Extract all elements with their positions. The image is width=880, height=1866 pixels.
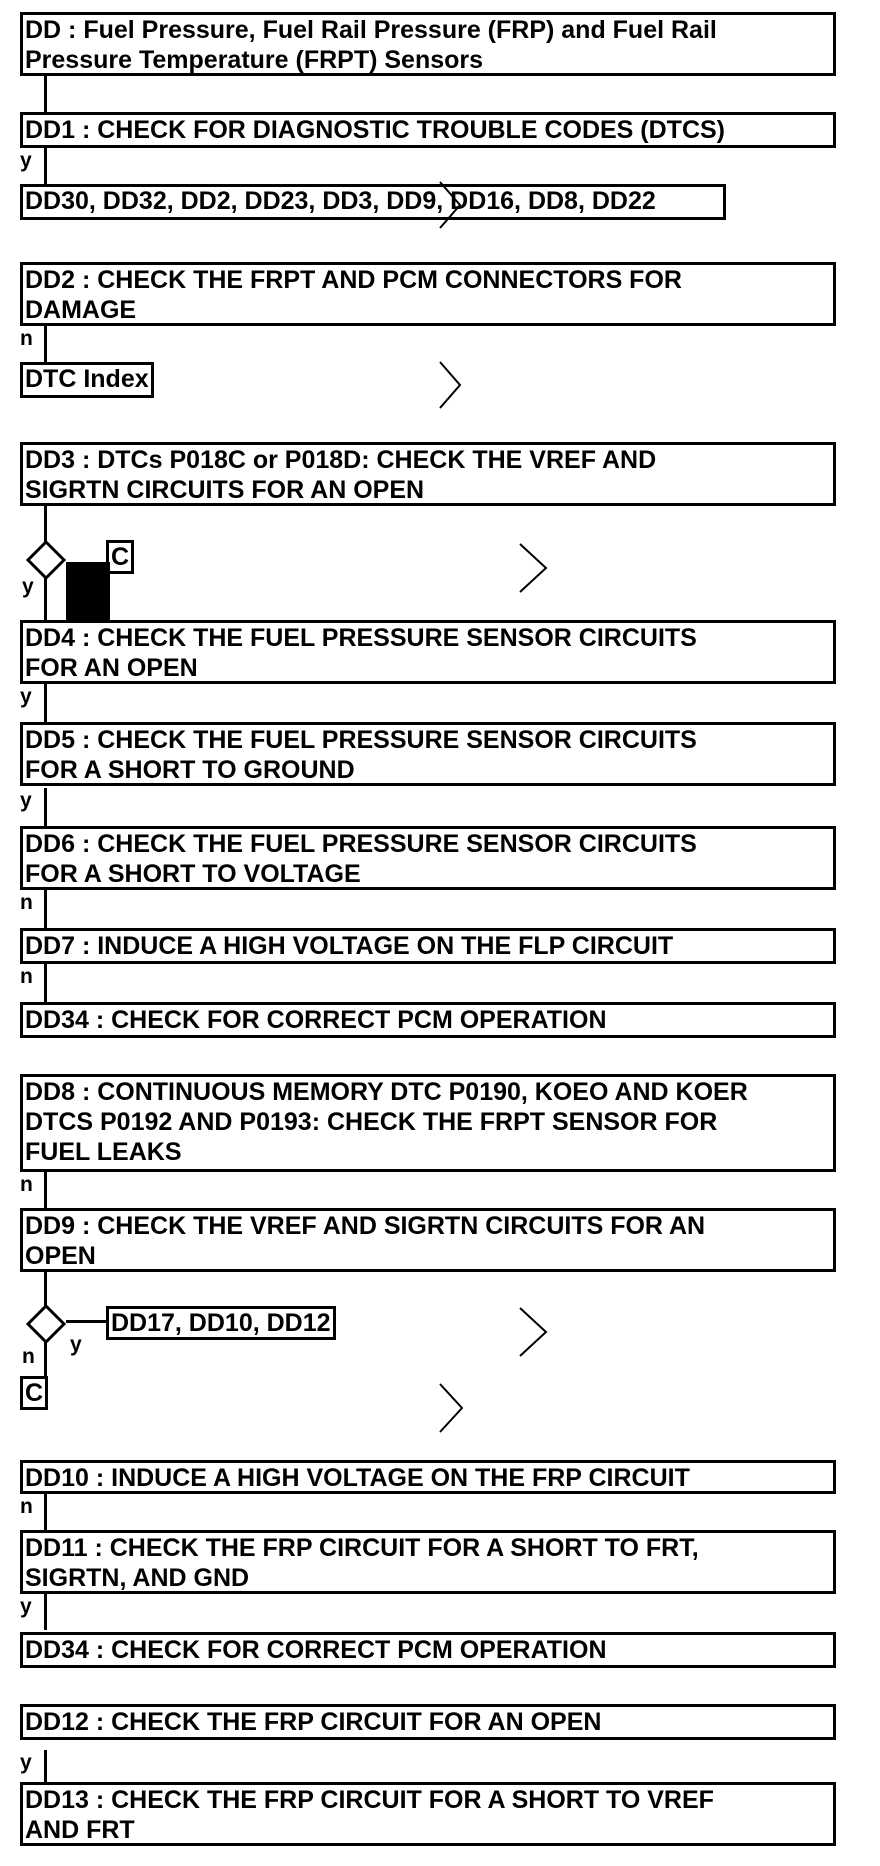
connector-line xyxy=(44,1172,47,1210)
branch-label-dd4-y: y xyxy=(20,685,32,708)
branch-label-dd11-y: y xyxy=(20,1595,32,1618)
dtc-index-link[interactable]: DTC Index xyxy=(20,362,154,398)
connector-line xyxy=(44,326,47,362)
connector-line xyxy=(44,684,47,722)
step-dd3[interactable]: DD3 : DTCs P018C or P018D: CHECK THE VRE… xyxy=(20,442,836,506)
branch-label-dd10-n: n xyxy=(20,1495,33,1518)
step-dd7[interactable]: DD7 : INDUCE A HIGH VOLTAGE ON THE FLP C… xyxy=(20,928,836,964)
connector-c-bottom[interactable]: C xyxy=(20,1376,49,1410)
connector-line xyxy=(44,148,47,184)
branch-label-dd12-y: y xyxy=(20,1751,32,1774)
step-dd5[interactable]: DD5 : CHECK THE FUEL PRESSURE SENSOR CIR… xyxy=(20,722,836,786)
dd1-target-list[interactable]: DD30, DD32, DD2, DD23, DD3, DD9, DD16, D… xyxy=(20,184,726,220)
connector-line xyxy=(66,1320,110,1323)
connector-line xyxy=(44,788,47,826)
step-dd1[interactable]: DD1 : CHECK FOR DIAGNOSTIC TROUBLE CODES… xyxy=(20,112,836,148)
branch-label-dd3-y: y xyxy=(22,575,34,598)
connector-line xyxy=(44,1592,47,1630)
step-dd34-second[interactable]: DD34 : CHECK FOR CORRECT PCM OPERATION xyxy=(20,1632,836,1668)
decision-diamond-dd3 xyxy=(25,539,67,581)
connector-line xyxy=(44,1342,47,1388)
step-dd2[interactable]: DD2 : CHECK THE FRPT AND PCM CONNECTORS … xyxy=(20,262,836,326)
step-dd-title[interactable]: DD : Fuel Pressure, Fuel Rail Pressure (… xyxy=(20,12,836,76)
connector-line xyxy=(44,576,47,620)
connector-line xyxy=(44,964,47,1002)
branch-label-dd9-n: n xyxy=(22,1345,35,1368)
step-dd34-first[interactable]: DD34 : CHECK FOR CORRECT PCM OPERATION xyxy=(20,1002,836,1038)
dd9-target-list[interactable]: DD17, DD10, DD12 xyxy=(106,1306,336,1340)
filled-block xyxy=(66,562,110,620)
connector-line xyxy=(44,1272,47,1320)
branch-label-dd1-y: y xyxy=(20,149,32,172)
connector-line xyxy=(44,76,47,112)
chevron-right-icon xyxy=(439,1383,464,1433)
branch-label-dd7-n: n xyxy=(20,965,33,988)
step-dd4[interactable]: DD4 : CHECK THE FUEL PRESSURE SENSOR CIR… xyxy=(20,620,836,684)
step-dd12[interactable]: DD12 : CHECK THE FRP CIRCUIT FOR AN OPEN xyxy=(20,1704,836,1740)
chevron-right-icon xyxy=(439,181,462,229)
step-dd11[interactable]: DD11 : CHECK THE FRP CIRCUIT FOR A SHORT… xyxy=(20,1530,836,1594)
chevron-right-icon xyxy=(519,1307,548,1357)
branch-label-dd6-n: n xyxy=(20,891,33,914)
step-dd9[interactable]: DD9 : CHECK THE VREF AND SIGRTN CIRCUITS… xyxy=(20,1208,836,1272)
step-dd13[interactable]: DD13 : CHECK THE FRP CIRCUIT FOR A SHORT… xyxy=(20,1782,836,1846)
chevron-right-icon xyxy=(439,361,462,409)
branch-label-dd2-n: n xyxy=(20,327,33,350)
branch-label-dd9-y: y xyxy=(70,1333,82,1356)
branch-label-dd8-n: n xyxy=(20,1173,33,1196)
connector-line xyxy=(44,1750,47,1788)
branch-label-dd5-y: y xyxy=(20,789,32,812)
decision-diamond-dd9 xyxy=(25,1303,67,1345)
step-dd6[interactable]: DD6 : CHECK THE FUEL PRESSURE SENSOR CIR… xyxy=(20,826,836,890)
step-dd10[interactable]: DD10 : INDUCE A HIGH VOLTAGE ON THE FRP … xyxy=(20,1460,836,1494)
connector-line xyxy=(44,1494,47,1532)
connector-line xyxy=(44,506,47,554)
step-dd8[interactable]: DD8 : CONTINUOUS MEMORY DTC P0190, KOEO … xyxy=(20,1074,836,1172)
connector-line xyxy=(44,890,47,928)
chevron-right-icon xyxy=(519,543,548,593)
connector-c-top[interactable]: C xyxy=(106,540,135,574)
